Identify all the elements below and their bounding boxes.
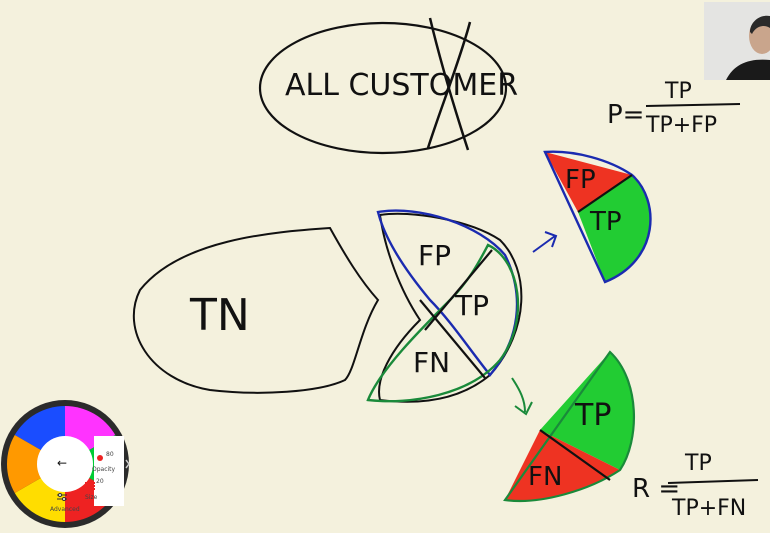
pie-divider-2 bbox=[419, 299, 486, 379]
precision-lhs: P= bbox=[607, 100, 644, 130]
opacity-value[interactable]: 80 bbox=[106, 451, 114, 458]
wheel-center bbox=[37, 436, 93, 492]
recall-fn-label: FN bbox=[528, 462, 562, 492]
opacity-indicator[interactable] bbox=[97, 455, 103, 461]
recall-tp-label: TP bbox=[574, 398, 611, 433]
advanced-label[interactable]: Advanced bbox=[50, 506, 80, 513]
cross-out-stroke-1 bbox=[428, 17, 470, 151]
pie-divider-1 bbox=[424, 249, 493, 331]
precision-wedge-outline bbox=[543, 150, 652, 284]
size-indicator[interactable] bbox=[85, 482, 95, 484]
color-swatch[interactable] bbox=[6, 435, 65, 493]
headphones bbox=[750, 15, 770, 34]
recall-numerator: TP bbox=[684, 451, 712, 476]
precision-divider bbox=[577, 174, 633, 213]
tn-label: TN bbox=[189, 290, 250, 341]
precision-numerator: TP bbox=[664, 79, 692, 104]
size-label: Size bbox=[85, 494, 98, 501]
recall-fn-fill bbox=[505, 430, 620, 501]
precision-fp-label: FP bbox=[565, 165, 596, 195]
all-customers-oval bbox=[258, 21, 508, 155]
recall-lhs: R = bbox=[632, 474, 680, 504]
all-customers-label: ALL CUSTOMER bbox=[285, 68, 518, 103]
recall-denominator: TP+FN bbox=[671, 496, 746, 521]
cross-out-stroke-2 bbox=[426, 21, 472, 149]
pie-tp-label: TP bbox=[454, 289, 489, 322]
precision-tp-label: TP bbox=[589, 207, 622, 237]
recall-wedge-outline bbox=[503, 350, 635, 503]
precision-denominator: TP+FP bbox=[645, 113, 717, 138]
recall-fraction-bar bbox=[667, 479, 759, 484]
chevron-right-icon[interactable] bbox=[125, 459, 130, 469]
opacity-label: Opacity bbox=[92, 466, 116, 473]
recall-divider bbox=[539, 429, 611, 481]
arrow-to-precision bbox=[532, 231, 558, 253]
pie-fn-label: FN bbox=[413, 346, 450, 379]
sliders-icon[interactable] bbox=[57, 493, 67, 501]
precision-tp-fill bbox=[578, 175, 651, 282]
arrow-to-recall bbox=[511, 377, 533, 416]
recall-tp-fill bbox=[540, 352, 634, 470]
presenter-shirt bbox=[726, 59, 770, 80]
presenter-webcam bbox=[704, 2, 770, 80]
wheel-settings-panel bbox=[94, 436, 124, 506]
predicted-positive-outline bbox=[376, 209, 519, 377]
tn-region bbox=[132, 226, 380, 394]
precision-fp-fill bbox=[545, 152, 632, 212]
pie-fp-label: FP bbox=[418, 239, 451, 272]
precision-fraction-bar bbox=[645, 103, 741, 107]
size-value[interactable]: 20 bbox=[96, 478, 104, 485]
pie-outline bbox=[378, 212, 523, 403]
pen-color-wheel[interactable]: ← Opacity 80 20 Size Advanced bbox=[0, 392, 140, 529]
back-arrow-button[interactable]: ← bbox=[57, 456, 68, 470]
